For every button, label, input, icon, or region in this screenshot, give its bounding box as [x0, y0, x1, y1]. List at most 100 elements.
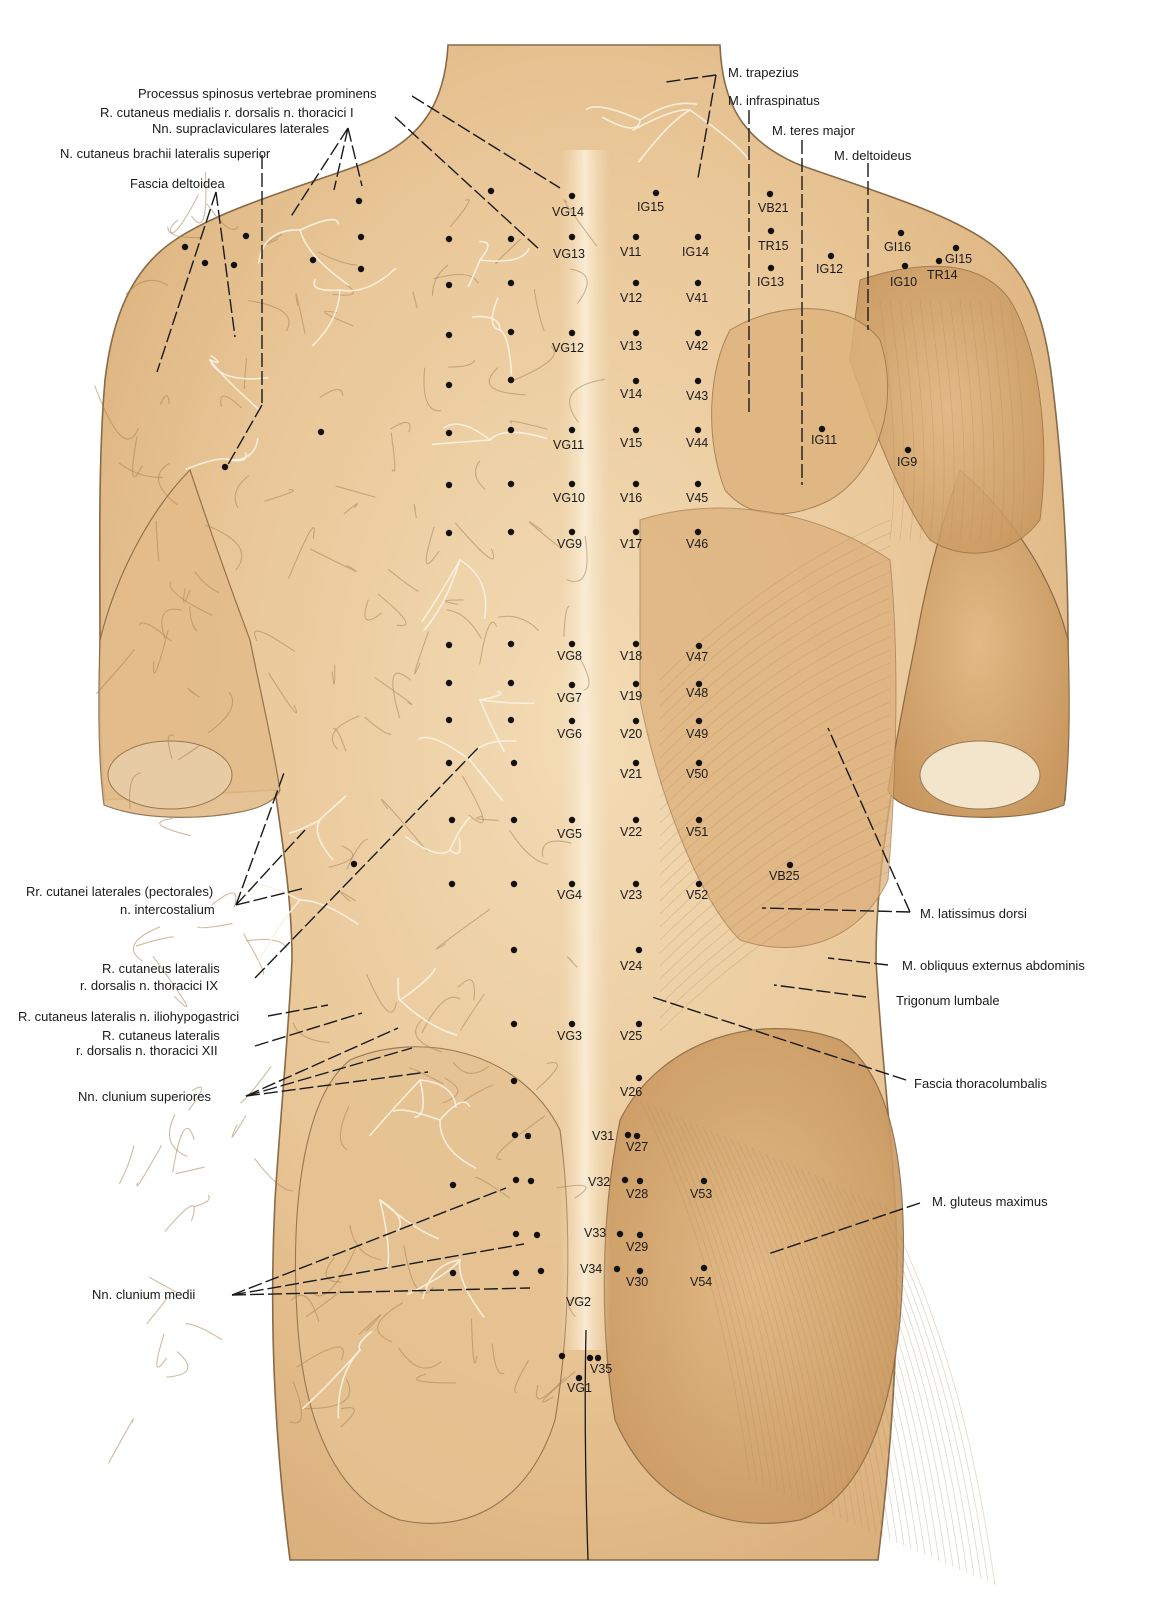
- vein-segment: [207, 691, 234, 734]
- vein-segment: [415, 1373, 456, 1384]
- vein-segment: [132, 436, 143, 478]
- gluteal-cleft: [584, 1329, 589, 1561]
- vein-segment: [446, 609, 482, 639]
- vein-segment: [135, 936, 174, 947]
- vein-segment: [488, 367, 526, 396]
- point-dot: [632, 640, 640, 648]
- point-dot: [449, 1269, 457, 1277]
- point-VG7: VG7: [557, 691, 582, 705]
- latissimus-fibre: [659, 558, 891, 720]
- point-dot: [512, 1269, 520, 1277]
- point-dot: [507, 640, 515, 648]
- vein-segment: [365, 973, 397, 1013]
- vein-segment: [185, 1323, 223, 1341]
- nerve-branch: [288, 819, 321, 834]
- nerve-branch: [479, 247, 530, 262]
- point-dot: [694, 329, 702, 337]
- deltoid-fibre: [1009, 299, 1025, 541]
- vein-segment: [295, 293, 306, 335]
- vein-segment: [175, 1166, 206, 1175]
- vein-segment: [211, 892, 237, 908]
- point-dot: [632, 233, 640, 241]
- vein-segment: [343, 503, 358, 515]
- gluteus-fibre: [786, 1162, 898, 1544]
- vein-segment: [155, 520, 160, 561]
- vein-segment: [220, 395, 242, 409]
- vein-segment: [358, 1314, 382, 1336]
- vein-segment: [452, 1061, 490, 1074]
- point-V50: V50: [686, 767, 708, 781]
- nerve-branch: [479, 240, 489, 261]
- nerve-branch: [586, 106, 641, 121]
- point-VG6: VG6: [557, 727, 582, 741]
- point-GI15: GI15: [945, 252, 972, 266]
- point-dot: [636, 1177, 644, 1185]
- vein-segment: [152, 630, 169, 674]
- point-V47: V47: [686, 650, 708, 664]
- point-V16: V16: [620, 491, 642, 505]
- deltoid-fibre: [909, 299, 925, 541]
- point-dot: [575, 1374, 583, 1382]
- vein-segment: [425, 526, 440, 565]
- point-dot: [524, 1132, 532, 1140]
- point-V46: V46: [686, 537, 708, 551]
- vein-segment: [159, 394, 170, 406]
- nerve-branch: [185, 458, 231, 470]
- vein-segment: [312, 1248, 357, 1297]
- vein-segment: [479, 621, 498, 665]
- label-r-cut-lat-xii-2: r. dorsalis n. thoracici XII: [76, 1043, 218, 1058]
- gluteus-fibre: [716, 1132, 828, 1514]
- point-dot: [694, 426, 702, 434]
- label-m-deltoideus: M. deltoideus: [834, 148, 912, 163]
- point-V21: V21: [620, 767, 642, 781]
- vein-segment: [146, 1297, 168, 1325]
- vein-segment: [542, 1371, 576, 1403]
- point-dot: [568, 681, 576, 689]
- vein-segment: [309, 548, 357, 572]
- point-V30: V30: [626, 1275, 648, 1289]
- point-V43: V43: [686, 389, 708, 403]
- point-dot: [487, 187, 495, 195]
- point-V26: V26: [620, 1085, 642, 1099]
- point-dot: [694, 279, 702, 287]
- nerve-branch: [316, 819, 334, 861]
- point-dot: [632, 480, 640, 488]
- vein-segment: [169, 581, 213, 616]
- vein-segment: [182, 588, 191, 604]
- latissimus-fibre: [659, 571, 891, 733]
- point-dot: [445, 281, 453, 289]
- point-dot: [694, 377, 702, 385]
- muscle-regions: [295, 150, 1045, 1561]
- deltoid-fibre: [979, 299, 995, 541]
- point-dot: [507, 328, 515, 336]
- vein-segment: [364, 599, 382, 621]
- point-VG10: VG10: [553, 491, 585, 505]
- point-dot: [636, 1231, 644, 1239]
- point-dot: [767, 227, 775, 235]
- point-dot: [448, 880, 456, 888]
- vein-segment: [197, 922, 233, 929]
- vein-segment: [325, 1257, 342, 1283]
- vein-segment: [408, 1067, 444, 1085]
- gluteus-fibre: [870, 1198, 982, 1580]
- vein-segment: [377, 1302, 403, 1343]
- vein-segment: [495, 238, 522, 264]
- gluteus-fibre: [667, 1111, 779, 1493]
- point-dot: [449, 1181, 457, 1189]
- point-V12: V12: [620, 291, 642, 305]
- point-VG9: VG9: [557, 537, 582, 551]
- point-V11: V11: [620, 245, 641, 259]
- vein-segment: [167, 194, 200, 234]
- deltoid-fibre: [919, 299, 935, 541]
- nerve-branch: [209, 355, 220, 364]
- point-dot: [510, 946, 518, 954]
- vein-segment: [449, 199, 470, 228]
- point-dot: [594, 1354, 602, 1362]
- nerve-branch: [379, 1199, 390, 1271]
- gluteus-fibre: [695, 1123, 807, 1505]
- label-m-latissimus: M. latissimus dorsi: [920, 906, 1027, 921]
- vein-segment: [374, 676, 413, 706]
- gluteus-fibre: [688, 1120, 800, 1502]
- vein-segment: [442, 1077, 459, 1104]
- deltoid-fibre: [959, 299, 975, 541]
